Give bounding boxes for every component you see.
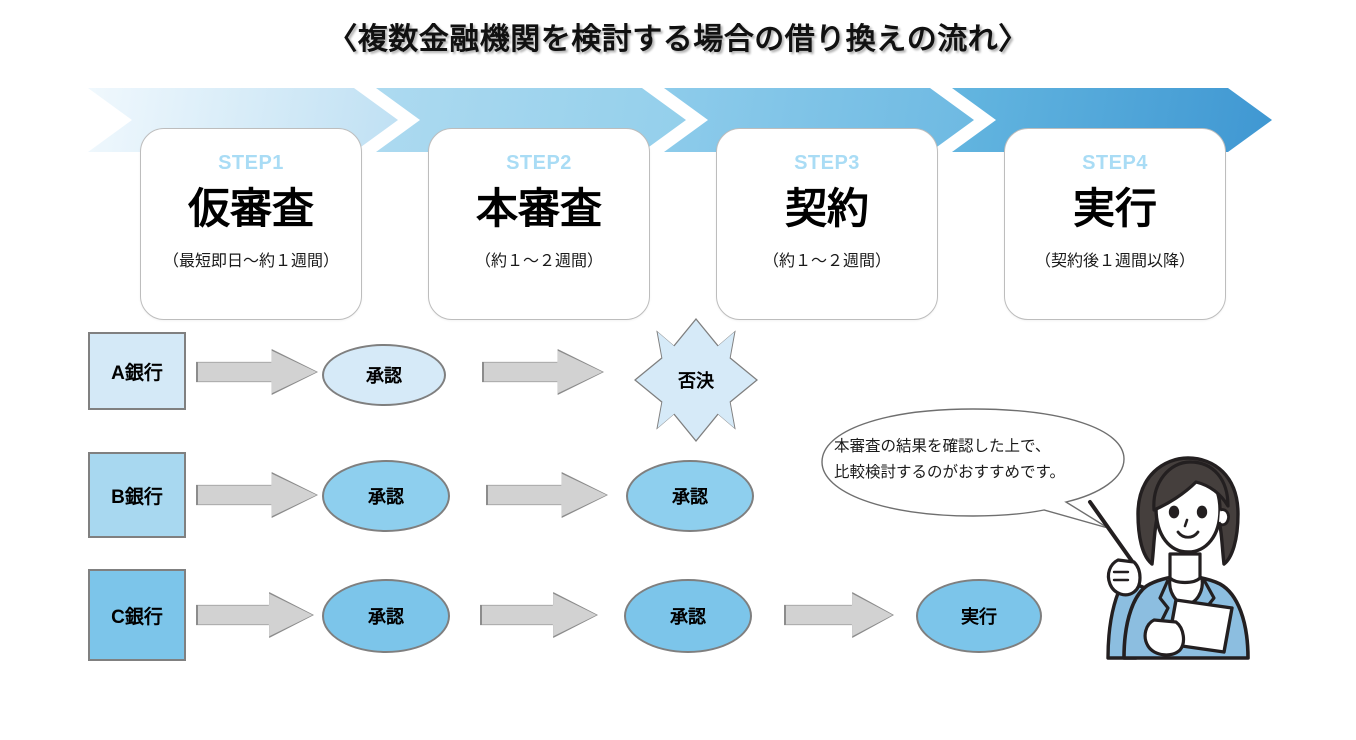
page-title: 〈複数金融機関を検討する場合の借り換えの流れ〉 <box>327 23 1029 56</box>
step-4-kicker: STEP4 <box>1082 152 1148 174</box>
step-card-2: STEP2 本審査 （約１〜２週間） <box>428 128 650 320</box>
speech-bubble-outline <box>821 408 1125 528</box>
node-a-step2-label: 否決 <box>678 371 714 391</box>
step-card-1: STEP1 仮審査 （最短即日〜約１週間） <box>140 128 362 320</box>
node-c-step1-label: 承認 <box>368 607 404 627</box>
node-b-step1: 承認 <box>322 460 450 532</box>
right-eye <box>1196 505 1208 519</box>
step-3-note: （約１〜２週間） <box>762 253 891 271</box>
node-b-step2: 承認 <box>626 460 754 532</box>
flow-arrow-a-2 <box>482 349 604 395</box>
woman-illustration-svg <box>1088 456 1250 660</box>
left-hand-fingers <box>1112 570 1130 582</box>
flow-arrow-c-2 <box>480 592 598 638</box>
node-b-step1-label: 承認 <box>368 487 404 507</box>
step-1-note: （最短即日〜約１週間） <box>162 253 339 271</box>
bank-label-b: B銀行 <box>88 452 186 538</box>
step-card-3: STEP3 契約 （約１〜２週間） <box>716 128 938 320</box>
bank-label-c: C銀行 <box>88 569 186 661</box>
flow-row-bank-b: B銀行 承認 承認 <box>0 450 1356 560</box>
callout-speech-bubble: 本審査の結果を確認した上で、 比較検討するのがおすすめです。 <box>808 406 1138 528</box>
node-a-step2-reject: 否決 <box>634 318 758 442</box>
mouth <box>1176 530 1200 539</box>
flow-arrow-c-3 <box>784 592 894 638</box>
flow-arrow-b-2 <box>486 472 608 518</box>
right-hand <box>1143 618 1186 657</box>
node-b-step2-label: 承認 <box>672 487 708 507</box>
node-c-step3: 実行 <box>916 579 1042 653</box>
hair-fringe <box>1152 460 1230 512</box>
callout-text: 本審査の結果を確認した上で、 比較検討するのがおすすめです。 <box>834 438 1065 481</box>
left-eye <box>1168 505 1180 519</box>
step-card-4: STEP4 実行 （契約後１週間以降） <box>1004 128 1226 320</box>
node-c-step2: 承認 <box>624 579 752 653</box>
left-hand <box>1106 558 1142 597</box>
woman-with-pointer-illustration <box>1072 452 1282 682</box>
flow-arrow-b-1 <box>196 472 318 518</box>
step-2-kicker: STEP2 <box>506 152 572 174</box>
step-1-kicker: STEP1 <box>218 152 284 174</box>
node-c-step1: 承認 <box>322 579 450 653</box>
neck <box>1168 552 1202 585</box>
node-a-step1-label: 承認 <box>366 366 402 386</box>
flow-row-bank-c: C銀行 承認 承認 実行 <box>0 567 1356 677</box>
flow-row-bank-a: A銀行 承認 否決 <box>0 318 1356 442</box>
node-c-step2-label: 承認 <box>670 607 706 627</box>
flow-arrow-a-1 <box>196 349 318 395</box>
bank-label-a: A銀行 <box>88 332 186 410</box>
ear <box>1217 508 1230 527</box>
node-a-step1: 承認 <box>322 344 446 406</box>
pointer-stick <box>1088 500 1136 566</box>
flow-arrow-c-1 <box>196 592 314 638</box>
step-4-name: 実行 <box>1072 185 1157 232</box>
nose <box>1183 518 1189 528</box>
node-c-step3-label: 実行 <box>961 607 997 627</box>
step-2-note: （約１〜２週間） <box>474 253 603 271</box>
step-3-name: 契約 <box>784 185 869 232</box>
step-4-note: （契約後１週間以降） <box>1034 253 1195 271</box>
step-3-kicker: STEP3 <box>794 152 860 174</box>
step-1-name: 仮審査 <box>187 185 314 232</box>
step-2-name: 本審査 <box>475 185 602 232</box>
